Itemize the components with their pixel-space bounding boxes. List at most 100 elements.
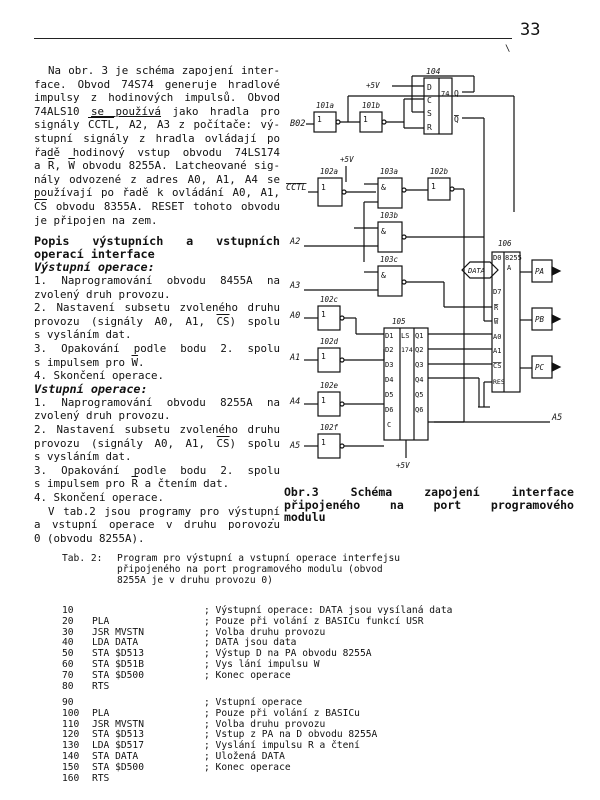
chip-106-label: 106 bbox=[498, 239, 512, 248]
chip-8255-port: A bbox=[507, 264, 512, 272]
program-code: JSR MVSTN bbox=[92, 626, 144, 638]
intro-text: , A2, A3 z počítače: vý- bbox=[114, 118, 280, 132]
step-line: 4. Skončení operace. bbox=[34, 490, 165, 504]
intro-text: signály bbox=[34, 118, 80, 132]
gate-102a-label: 102a bbox=[320, 167, 338, 176]
intro-text: , bbox=[54, 159, 61, 173]
caption-word: modulu bbox=[284, 510, 326, 524]
intro-text: CCTL bbox=[88, 118, 115, 132]
table-caption-line: připojeného na port programového modulu … bbox=[62, 564, 482, 575]
caption-word: port bbox=[433, 497, 462, 512]
caption-line: modulu bbox=[284, 511, 574, 524]
gate-102b-one: 1 bbox=[431, 182, 436, 191]
caption-line: připojeného na port programového bbox=[284, 497, 574, 512]
gate-103a-label: 103a bbox=[380, 167, 398, 176]
vcc-label: +5V bbox=[366, 81, 380, 90]
program-code: RTS bbox=[92, 680, 110, 692]
section-heading: Popis výstupních a vstupních bbox=[34, 234, 280, 248]
step-line: provozu (signály A0, A1, CS) spolu bbox=[34, 315, 280, 329]
gate-103c-label: 103c bbox=[380, 255, 399, 264]
operations-section: Popis výstupních a vstupních operací int… bbox=[34, 235, 280, 545]
intro-text: CS bbox=[34, 199, 48, 213]
data-bus-label: DATA bbox=[467, 267, 485, 275]
intro-text: jako hradla pro bbox=[172, 104, 280, 118]
pin-d3: D3 bbox=[385, 361, 393, 369]
intro-line: nály odvozené z adres A0, A1, A4 se bbox=[34, 172, 280, 186]
chip-8255-label: 8255 bbox=[505, 254, 522, 262]
margin-tick: \ bbox=[505, 44, 511, 54]
pin-d2: D2 bbox=[385, 346, 393, 354]
pin-d0: D0 bbox=[493, 254, 501, 262]
intro-line: řadě hodinový vstup obvodu 74LS174 bbox=[34, 145, 280, 159]
pin-cs: CS bbox=[493, 362, 501, 370]
line-number: 90 bbox=[62, 697, 74, 708]
step-line: 2. Nastavení subsetu zvoleného druhu bbox=[34, 301, 280, 315]
gate-101b-label: 101b bbox=[362, 101, 381, 110]
pin-s: S bbox=[427, 109, 432, 118]
table-title: Program pro výstupní a vstupní operace i… bbox=[117, 553, 401, 564]
intro-line: face. Obvod 74S74 generuje hradlové bbox=[34, 77, 280, 91]
chip-106 bbox=[491, 251, 521, 393]
pin-d6: D6 bbox=[385, 406, 393, 414]
pin-res: RES bbox=[493, 378, 505, 386]
program-comment: ; Vstup z PA na D obvodu 8255A bbox=[204, 729, 378, 741]
intro-text: W bbox=[68, 159, 75, 173]
gate-103a bbox=[377, 177, 403, 209]
line-number: 50 bbox=[62, 648, 74, 660]
step-text: CS bbox=[216, 314, 230, 328]
pin-c105: C bbox=[387, 421, 391, 429]
pin-d: D bbox=[427, 83, 432, 92]
line-number: 10 bbox=[62, 605, 74, 616]
intro-text: a bbox=[34, 159, 41, 173]
step-text: ) spolu bbox=[229, 314, 281, 328]
pin-r: R bbox=[427, 123, 432, 132]
line-number: 140 bbox=[62, 750, 80, 762]
caption-word: programového bbox=[490, 497, 574, 512]
gate-103a-amp: & bbox=[381, 183, 386, 192]
gate-103b-amp: & bbox=[381, 227, 386, 236]
intro-line: je připojen na zem. bbox=[34, 213, 158, 227]
intro-paragraph: Na obr. 3 je schéma zapojení inter- face… bbox=[34, 64, 280, 227]
step-text: provozu (signály A0, A1, bbox=[34, 314, 205, 328]
pin-d1: D1 bbox=[385, 332, 393, 340]
port-pb-label: PB bbox=[535, 315, 545, 324]
caption-word: připojeného bbox=[284, 497, 361, 512]
step-line: zvolený druh provozu. bbox=[34, 409, 171, 423]
program-comment: ; Volba druhu provozu bbox=[204, 718, 326, 730]
intro-line: používají po řadě k ovládání A0, A1, bbox=[34, 186, 280, 200]
pin-q5: Q5 bbox=[415, 391, 423, 399]
gate-102a-one: 1 bbox=[321, 183, 326, 192]
program-comment: ; Pouze při volání z BASICu bbox=[204, 707, 360, 719]
step-line: 3. Opakování podle bodu 2. spolu bbox=[34, 463, 280, 477]
port-pa-label: PA bbox=[535, 267, 544, 276]
pin-rd: R bbox=[494, 304, 499, 312]
caption-dot: . bbox=[270, 512, 277, 523]
program-line: 140 STA DATA ; Uložená DATA bbox=[62, 750, 377, 763]
intro-line: 74ALS10 se používá jako hradla pro bbox=[34, 105, 280, 119]
program-comment: ; Konec operace bbox=[204, 669, 291, 681]
step-text: provozu (signály A0, A1, bbox=[34, 436, 205, 450]
step-line: zvolený druh provozu. bbox=[34, 287, 171, 301]
program-code: LDA DATA bbox=[92, 637, 139, 649]
program-comment: ; Pouze při volání z BASICu funkcí USR bbox=[204, 615, 424, 627]
program-comment: ; Uložená DATA bbox=[204, 750, 285, 762]
program-code: STA DATA bbox=[92, 750, 139, 762]
pin-q6: Q6 bbox=[415, 406, 423, 414]
step-text: CS bbox=[216, 436, 230, 450]
program-comment: ; Vys lání impulsu W bbox=[204, 658, 320, 670]
pin-d5: D5 bbox=[385, 391, 393, 399]
line-number: 160 bbox=[62, 772, 80, 784]
program-code: STA $D513 bbox=[92, 729, 144, 741]
program-line: 10; Výstupní operace: DATA jsou vysílaná… bbox=[62, 605, 452, 617]
caption-line: Obr.3 Schéma zapojení interface bbox=[284, 486, 574, 499]
program-code: PLA bbox=[92, 707, 110, 719]
pin-c: C bbox=[427, 96, 432, 105]
